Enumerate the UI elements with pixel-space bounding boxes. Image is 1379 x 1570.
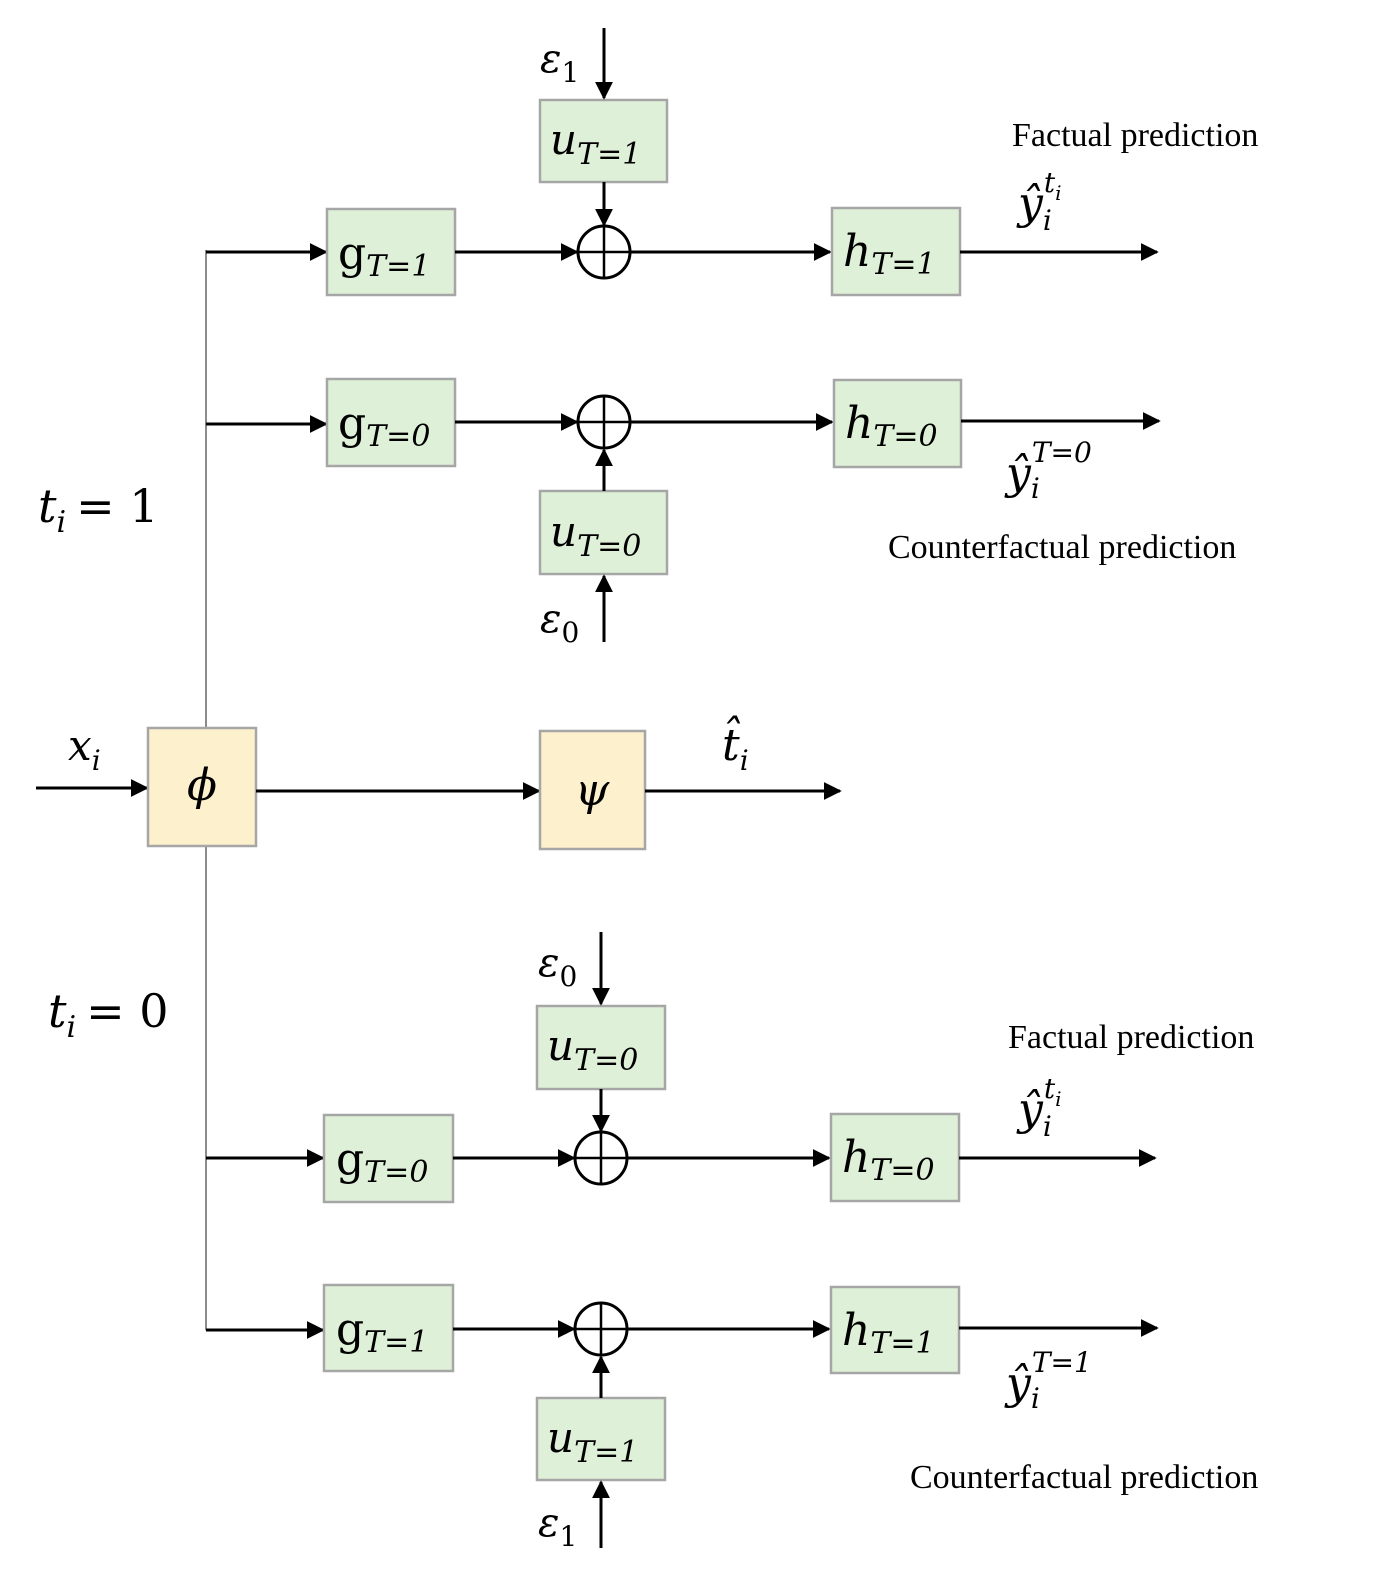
input-x-label: xi <box>68 721 101 777</box>
counterfactual-caption: Counterfactual prediction <box>910 1459 1258 1496</box>
u-t0-label: uT=0 <box>547 1021 638 1078</box>
eps0-label: ε0 <box>538 940 577 993</box>
row-t1-counterfactual: gT=0 uT=0 ε0 hT=0 ŷiT=0 Counterfactual p… <box>206 377 1236 649</box>
row-t0-counterfactual: gT=1 uT=1 ε1 hT=1 ŷiT=1 Counterfactual p… <box>206 1283 1258 1553</box>
h-t0-label: hT=0 <box>845 398 938 454</box>
psi-label: ψ <box>575 765 610 816</box>
row-t1-factual: gT=1 uT=1 ε1 hT=1 ŷiti Factual predictio… <box>206 28 1258 297</box>
h-t0-box <box>829 1112 961 1203</box>
u-t1-box <box>538 98 669 184</box>
y-hat-cf-label: ŷiT=0 <box>1004 436 1092 505</box>
psi-box <box>538 729 647 851</box>
phi-label: ϕ <box>187 760 217 811</box>
h-t1-box <box>830 206 962 297</box>
g-t0-label: gT=0 <box>336 1134 428 1190</box>
eps1-label: ε1 <box>538 1500 577 1553</box>
h-t1-label: hT=1 <box>842 1305 935 1361</box>
branch-t1-label: ti= 1 <box>38 479 159 540</box>
h-t0-label: hT=0 <box>842 1132 935 1188</box>
g-t1-label: gT=1 <box>338 228 430 284</box>
eps0-label: ε0 <box>540 596 579 649</box>
h-t1-label: hT=1 <box>843 226 936 282</box>
t-hat-label: t̂i <box>722 713 749 777</box>
h-t0-box <box>832 378 963 469</box>
h-t1-box <box>829 1285 961 1375</box>
factual-caption: Factual prediction <box>1008 1019 1254 1056</box>
g-t1-box <box>322 1283 455 1373</box>
u-t1-label: uT=1 <box>550 115 641 172</box>
u-t1-label: uT=1 <box>547 1413 638 1470</box>
g-t0-label: gT=0 <box>338 398 430 454</box>
eps1-label: ε1 <box>540 36 579 89</box>
phi-box <box>146 726 258 848</box>
counterfactual-caption: Counterfactual prediction <box>888 529 1236 566</box>
g-t0-box <box>322 1113 455 1204</box>
branch-t0-label: ti= 0 <box>48 984 169 1045</box>
factual-caption: Factual prediction <box>1012 117 1258 154</box>
g-t1-label: gT=1 <box>336 1304 428 1360</box>
y-hat-factual-label: ŷiti <box>1016 1072 1062 1143</box>
y-hat-cf-label: ŷiT=1 <box>1004 1346 1092 1415</box>
u-t0-label: uT=0 <box>550 507 641 564</box>
y-hat-factual-label: ŷiti <box>1016 166 1062 237</box>
row-t0-factual: gT=0 uT=0 ε0 hT=0 ŷiti Factual predictio… <box>206 932 1254 1204</box>
